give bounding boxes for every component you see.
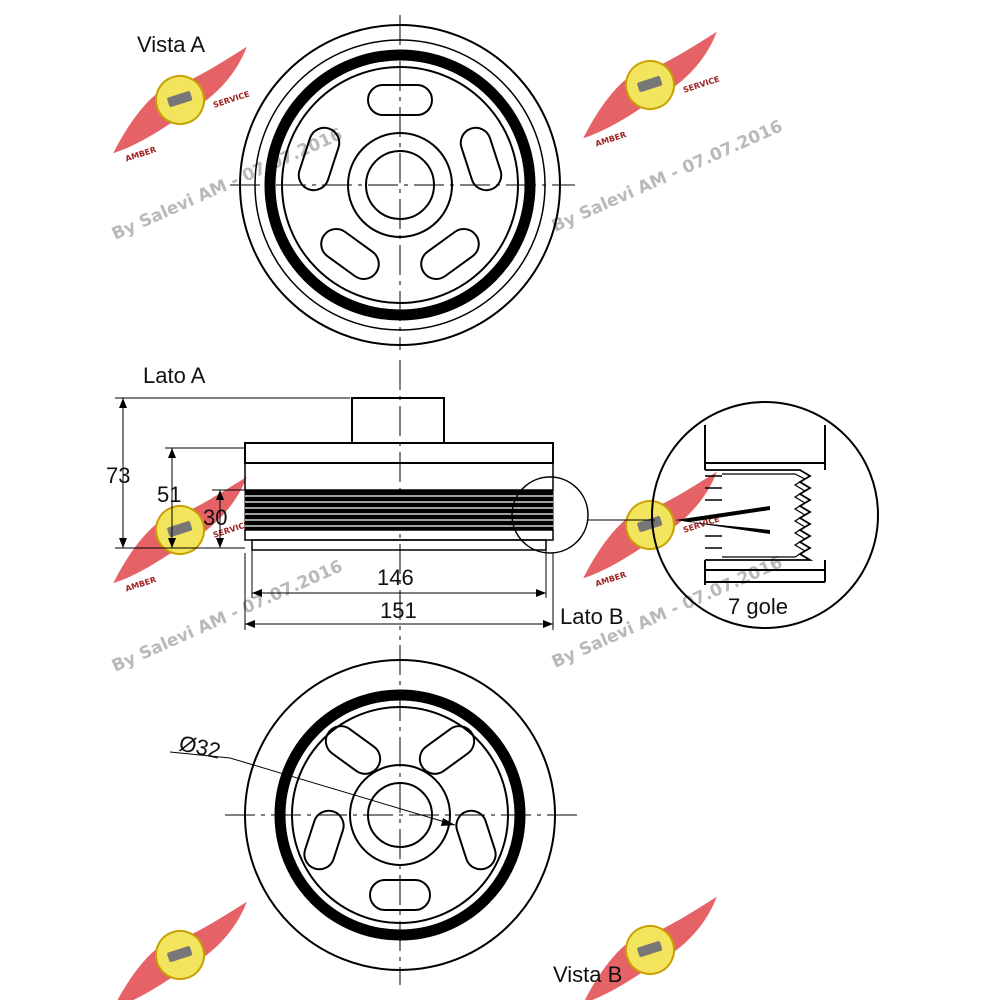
dimension-arrows xyxy=(119,398,553,628)
groove-profile xyxy=(704,425,826,585)
lower-rim xyxy=(244,529,554,541)
base-rim xyxy=(251,539,547,551)
dimension-label-height-mid: 51 xyxy=(157,482,181,507)
watermark-caption: By Salevi AM - 07.07.2016 xyxy=(109,124,346,244)
pulley-body xyxy=(244,462,554,491)
rim-inner-line xyxy=(254,39,546,331)
detail-pointer-arrow xyxy=(675,506,770,534)
groove-detail-view xyxy=(651,401,879,629)
outer-rim xyxy=(239,24,561,346)
dimension-label-height-total: 73 xyxy=(106,463,130,488)
watermark-caption: By Salevi AM - 07.07.2016 xyxy=(109,556,346,676)
dimension-label-width-inner: 146 xyxy=(377,565,414,590)
view-a-drawing xyxy=(230,15,575,350)
groove-lines xyxy=(245,495,553,527)
watermark-brand-text: AMBER xyxy=(124,575,157,593)
bore-diameter-label: Ø32 xyxy=(177,730,223,763)
bore xyxy=(365,150,435,220)
view-a-label: Vista A xyxy=(137,32,205,57)
watermark-brand-text: AMBER xyxy=(594,130,627,148)
hub-outer xyxy=(349,764,451,866)
view-b-drawing xyxy=(169,645,578,985)
diameter-leader-line xyxy=(169,751,456,826)
watermark-brand-text: SERVICE xyxy=(682,74,721,94)
watermark-caption: By Salevi AM - 07.07.2016 xyxy=(549,116,786,236)
watermark-logo: AMBER SERVICE xyxy=(583,471,721,588)
watermark-brand-text: AMBER xyxy=(124,145,157,163)
side-a-label: Lato A xyxy=(143,363,206,388)
bore xyxy=(367,782,433,848)
detail-callout-circle xyxy=(511,476,589,554)
hub-disk xyxy=(281,66,519,304)
side-b-label: Lato B xyxy=(560,604,624,629)
watermark-brand-text: AMBER xyxy=(594,570,627,588)
hub-disk xyxy=(291,706,509,924)
side-view-drawing xyxy=(115,360,655,640)
hub-outer xyxy=(347,132,453,238)
view-b-label: Vista B xyxy=(553,962,622,987)
belt-grooves xyxy=(244,489,554,531)
groove-ticks xyxy=(705,475,722,549)
watermark-logo: AMBER SERVICE xyxy=(113,476,251,593)
damper-ring xyxy=(264,49,536,321)
watermark-logo: AMBER SERVICE xyxy=(113,46,251,163)
watermark-logo xyxy=(583,896,717,1000)
spoke-windows xyxy=(297,84,503,280)
groove-count-label: 7 gole xyxy=(728,594,788,619)
damper-ring xyxy=(274,689,526,941)
spoke-windows xyxy=(303,725,497,911)
watermark-logo: AMBER SERVICE xyxy=(583,31,721,148)
flange xyxy=(244,442,554,464)
watermark-brand-text: SERVICE xyxy=(212,89,251,109)
hub-boss xyxy=(351,397,445,444)
dimension-label-height-belt: 30 xyxy=(203,505,227,530)
diameter-arrow xyxy=(441,818,455,826)
detail-circle xyxy=(651,401,879,629)
outer-rim xyxy=(244,659,556,971)
watermark-logo xyxy=(113,901,247,1000)
dimension-label-width-outer: 151 xyxy=(380,598,417,623)
